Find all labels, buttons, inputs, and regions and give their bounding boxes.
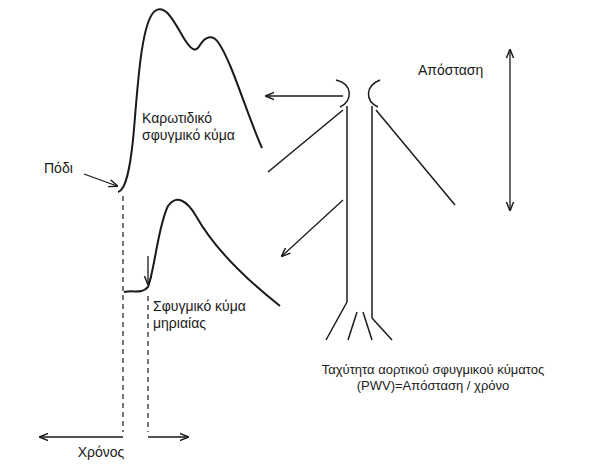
aorta-outline: [268, 80, 455, 340]
label: Σφυγμικό κύμα μηριαίας: [153, 298, 265, 332]
site-arrow: [282, 200, 343, 256]
dashed-line: [147, 296, 148, 432]
label: Χρόνος: [56, 444, 146, 461]
foot-arrow: [84, 174, 117, 186]
label: Απόσταση: [418, 62, 483, 79]
label: Καρωτιδικό σφυγμικό κύμα: [142, 110, 254, 144]
site-arrow: [266, 95, 343, 96]
distance-arrow: [509, 50, 510, 210]
carotid-waveform: [118, 9, 262, 192]
time-arrow: [148, 436, 188, 437]
femoral-waveform: [124, 200, 280, 306]
dashed-line: [122, 196, 123, 432]
label: Ταχύτητα αορτικού σφυγμικού κύματος (PWV…: [300, 362, 566, 393]
foot-arrow: [147, 256, 148, 284]
time-arrow: [40, 436, 123, 437]
label: Πόδι: [44, 160, 73, 177]
